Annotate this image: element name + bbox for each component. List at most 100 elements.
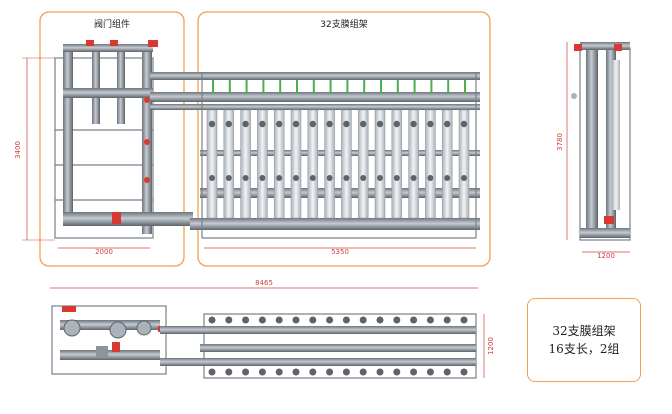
membrane-top-end	[376, 368, 384, 376]
membrane-connector	[329, 80, 332, 94]
membrane-top-end	[258, 368, 266, 376]
membrane-top-end	[443, 368, 451, 376]
membrane-tube	[290, 109, 302, 219]
membrane-cap	[225, 120, 232, 128]
membrane-connector	[346, 80, 349, 94]
membrane-connector	[312, 80, 315, 94]
membrane-top-end	[275, 316, 283, 324]
membrane-tube	[341, 109, 352, 219]
membrane-cap	[410, 120, 417, 128]
membrane-connector	[447, 80, 450, 94]
membrane-tube	[257, 109, 268, 219]
membrane-tube	[240, 109, 251, 219]
membrane-rack-outline	[197, 11, 491, 267]
membrane-top-end	[426, 368, 434, 376]
membrane-tube	[374, 109, 386, 219]
membrane-top-end	[242, 368, 250, 376]
spec-note: 32支膜组架 16支长，2组	[527, 298, 641, 382]
membrane-top-end	[443, 316, 451, 324]
top-dimensions	[50, 287, 485, 378]
membrane-top-end	[242, 316, 250, 324]
membrane-top-end	[393, 316, 401, 324]
membrane-connector	[279, 80, 282, 94]
valve-group-label: 阀门组件	[94, 18, 130, 30]
membrane-top-end	[410, 368, 418, 376]
membrane-tube	[357, 109, 369, 219]
membrane-cap	[343, 120, 350, 128]
membrane-cap	[326, 120, 333, 128]
membrane-tube	[223, 109, 235, 219]
membrane-cap	[410, 175, 417, 181]
membrane-cap	[309, 175, 316, 181]
membrane-cap	[377, 175, 383, 181]
membrane-tube	[425, 109, 436, 219]
membrane-cap	[276, 175, 283, 181]
membrane-tube	[441, 109, 453, 219]
membrane-tube	[408, 109, 419, 219]
membrane-top-end	[460, 368, 468, 376]
membrane-top-end	[359, 368, 367, 376]
side-view	[571, 42, 631, 241]
membrane-top-end	[326, 316, 334, 324]
membrane-top-end	[292, 316, 300, 324]
membrane-connector	[228, 80, 231, 94]
membrane-top-end	[309, 316, 317, 324]
membrane-top-end	[208, 368, 216, 376]
top-view-rack	[160, 313, 477, 379]
membrane-cap	[209, 175, 215, 181]
membrane-top-end	[258, 316, 266, 324]
membrane-cap	[376, 120, 384, 128]
membrane-top-end	[393, 368, 401, 376]
membrane-connector	[296, 80, 298, 94]
membrane-cap	[343, 175, 350, 181]
top-view-valve-group	[51, 305, 167, 375]
rack-headers	[150, 72, 480, 230]
membrane-cap	[292, 120, 300, 128]
membrane-top-end	[309, 368, 317, 376]
membrane-connector	[212, 80, 214, 94]
membrane-tube	[458, 109, 470, 219]
spec-note-line2: 16支长，2组	[548, 342, 620, 356]
membrane-top-end	[225, 316, 233, 324]
spec-note-line1: 32支膜组架	[552, 324, 616, 338]
top-total-width-dim: 8465	[255, 279, 273, 287]
membrane-connector	[464, 80, 466, 94]
membrane-cap	[293, 175, 299, 181]
membrane-cap	[393, 120, 400, 128]
membrane-cap	[242, 175, 249, 181]
membrane-cap	[276, 120, 283, 128]
valve-width-dim: 2000	[95, 248, 113, 256]
membrane-connector	[380, 80, 382, 94]
membrane-top-end	[208, 316, 216, 324]
membrane-tubes	[206, 80, 470, 219]
side-height-dim: 3780	[556, 133, 564, 151]
membrane-top-end	[359, 316, 367, 324]
membrane-tube	[391, 109, 403, 219]
membrane-tube	[324, 109, 335, 219]
top-view-membranes	[208, 316, 468, 376]
membrane-top-end	[460, 316, 468, 324]
membrane-top-end	[426, 316, 434, 324]
membrane-cap	[444, 175, 451, 181]
membrane-top-end	[410, 316, 418, 324]
membrane-connector	[363, 80, 366, 94]
membrane-connector	[245, 80, 248, 94]
top-depth-dim: 1200	[487, 337, 495, 355]
membrane-top-end	[326, 368, 334, 376]
membrane-cap	[259, 175, 266, 181]
membrane-cap	[461, 175, 467, 181]
side-dimensions	[566, 42, 630, 253]
rack-frame	[201, 72, 477, 239]
membrane-cap	[259, 120, 266, 128]
red-valves-front	[86, 40, 158, 224]
membrane-cap	[427, 175, 434, 181]
membrane-cap	[460, 120, 468, 128]
membrane-tube	[273, 109, 285, 219]
membrane-connector	[396, 80, 399, 94]
membrane-tube	[206, 109, 218, 219]
membrane-connector	[413, 80, 416, 94]
front-dimensions	[22, 57, 476, 249]
membrane-cap	[326, 175, 333, 181]
front-height-dim: 3400	[14, 141, 22, 159]
membrane-connector	[262, 80, 265, 94]
